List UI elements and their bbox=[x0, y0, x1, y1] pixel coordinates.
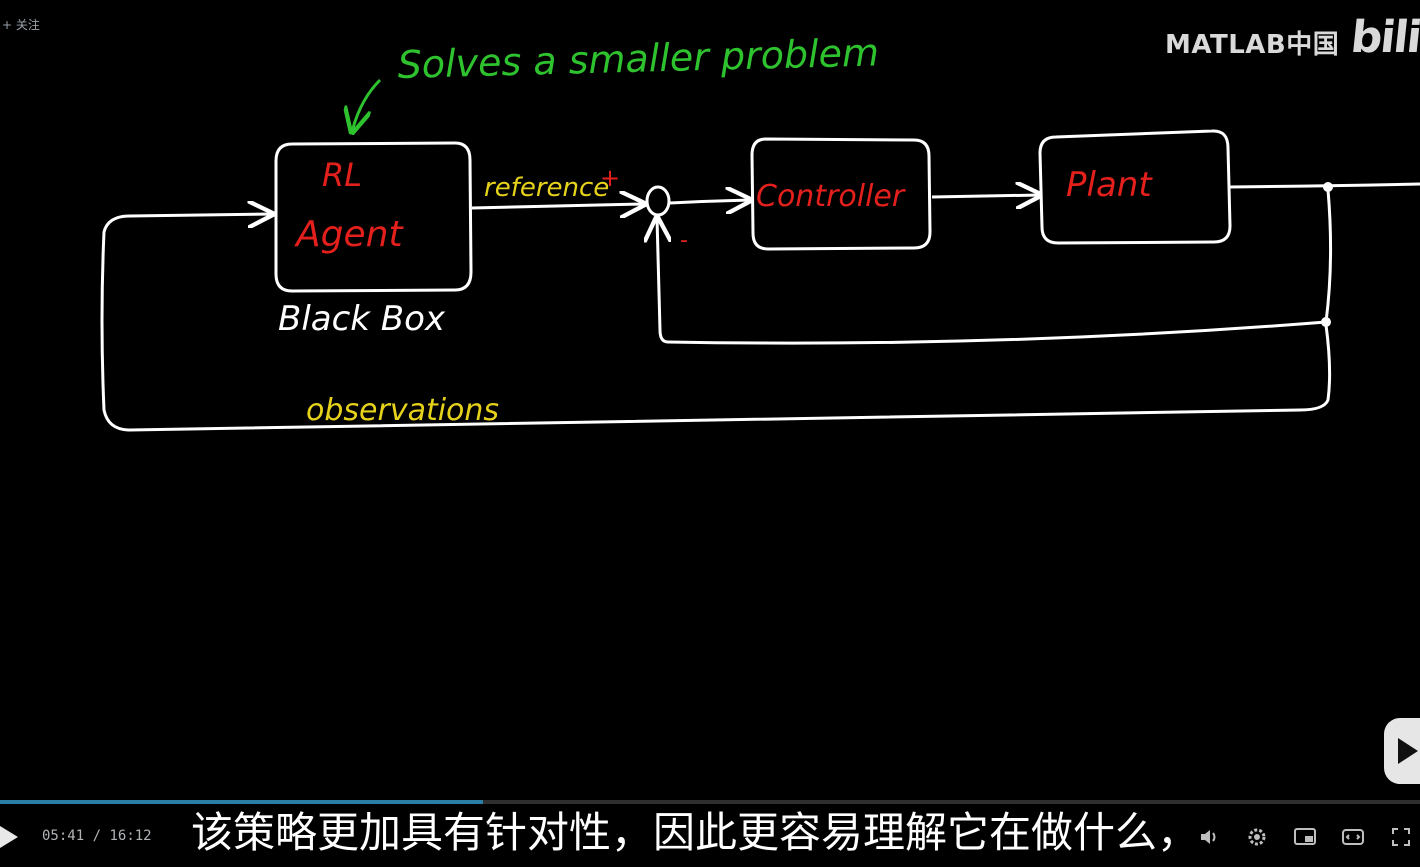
controller-label: Controller bbox=[756, 179, 906, 214]
time-display: 05:41 / 16:12 bbox=[42, 828, 152, 844]
reference-label: reference bbox=[484, 173, 609, 203]
channel-watermark: MATLAB中国 bili bbox=[1165, 11, 1420, 63]
play-icon[interactable] bbox=[0, 826, 18, 848]
fullscreen-icon[interactable] bbox=[1388, 824, 1414, 850]
agent-label: Agent bbox=[294, 214, 404, 255]
reference-line bbox=[471, 204, 644, 208]
time-total: 16:12 bbox=[109, 828, 152, 844]
control-signal-line bbox=[931, 195, 1040, 197]
subtitle-text: 该策略更加具有针对性，因此更容易理解它在做什么， bbox=[190, 808, 1199, 857]
rl-agent-block bbox=[274, 141, 473, 293]
bilibili-logo: bili bbox=[1348, 11, 1420, 63]
annotation-text: Solves a smaller problem bbox=[397, 30, 879, 87]
progress-bar-fill bbox=[0, 800, 483, 804]
volume-icon[interactable] bbox=[1196, 824, 1222, 850]
plant-label: Plant bbox=[1066, 165, 1153, 205]
time-separator: / bbox=[92, 828, 102, 844]
follow-button[interactable]: + 关注 bbox=[2, 18, 40, 32]
observations-label: observations bbox=[306, 393, 499, 428]
plus-sign: + bbox=[600, 164, 620, 192]
output-node bbox=[1323, 182, 1333, 192]
rl-label: RL bbox=[322, 156, 362, 194]
black-box-caption: Black Box bbox=[278, 299, 446, 339]
summing-junction bbox=[645, 185, 671, 217]
minus-sign: - bbox=[680, 228, 688, 253]
plant-block bbox=[1038, 129, 1232, 245]
error-line bbox=[669, 200, 750, 203]
settings-icon[interactable] bbox=[1244, 824, 1270, 850]
play-icon bbox=[1398, 738, 1418, 764]
widescreen-icon[interactable] bbox=[1340, 824, 1366, 850]
player-controls: 05:41 / 16:12 bbox=[0, 812, 1420, 867]
feedback-loop bbox=[657, 189, 1333, 345]
feedback-node bbox=[1321, 317, 1331, 327]
progress-bar[interactable] bbox=[0, 800, 1420, 804]
controller-block bbox=[750, 137, 932, 251]
time-current: 05:41 bbox=[42, 828, 85, 844]
matlab-watermark-text: MATLAB中国 bbox=[1165, 30, 1340, 60]
side-play-widget[interactable] bbox=[1384, 718, 1420, 784]
control-icons bbox=[1196, 824, 1414, 850]
picture-in-picture-icon[interactable] bbox=[1292, 824, 1318, 850]
observations-loop bbox=[100, 214, 1332, 432]
annotation-arrow bbox=[352, 78, 382, 132]
